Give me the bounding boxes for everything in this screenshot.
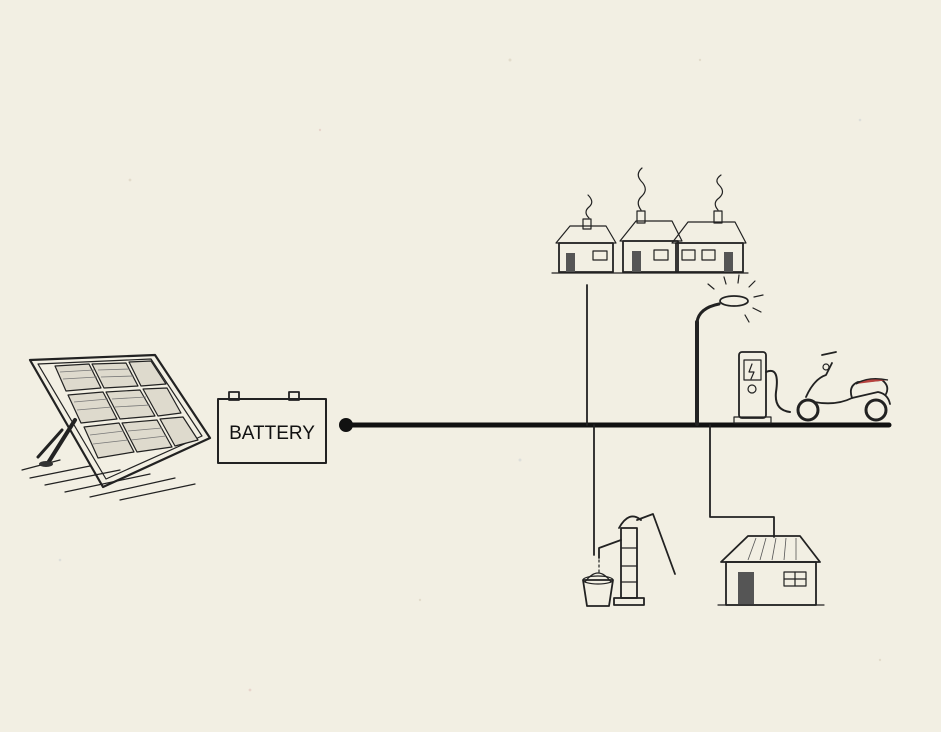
main-power-line bbox=[339, 418, 892, 432]
solar-panel-icon bbox=[21, 353, 212, 501]
paper-texture bbox=[58, 58, 882, 692]
water-hand-pump-icon bbox=[582, 513, 676, 607]
battery-icon: BATTERY bbox=[217, 391, 327, 464]
branch-to-house bbox=[709, 424, 775, 538]
battery-label: BATTERY bbox=[229, 423, 315, 444]
scooter-icon bbox=[796, 351, 891, 422]
charging-station-icon bbox=[733, 351, 791, 424]
street-lamp-icon bbox=[695, 274, 764, 426]
village-houses-icon bbox=[551, 167, 749, 274]
branch-lines bbox=[586, 284, 775, 556]
line-start-node bbox=[339, 418, 353, 432]
house-icon bbox=[717, 535, 825, 606]
